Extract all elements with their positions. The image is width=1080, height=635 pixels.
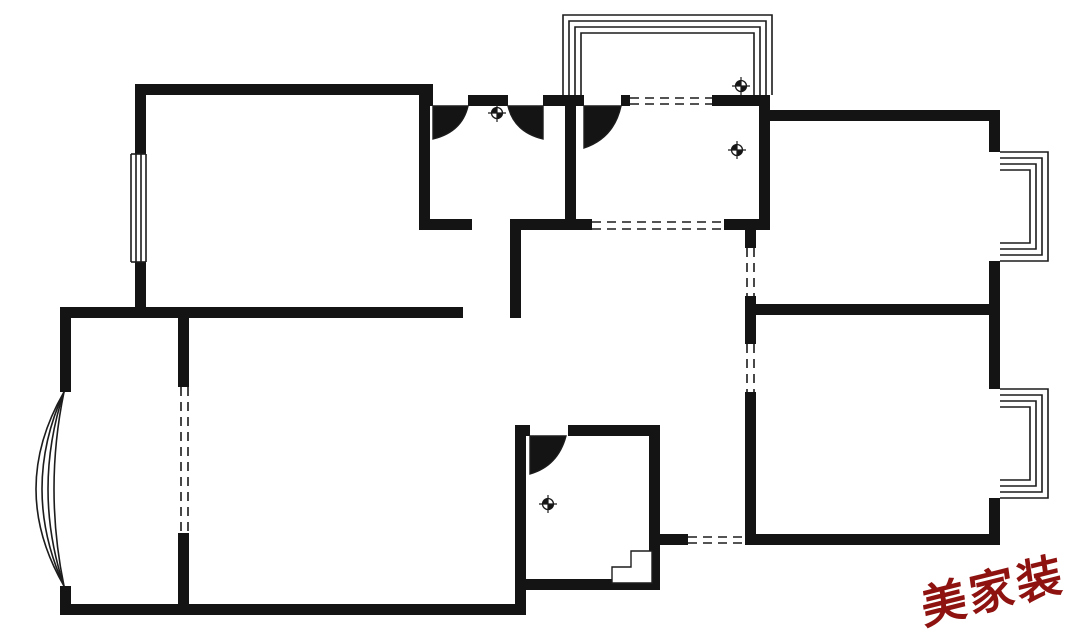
window-line [1000, 151, 1049, 262]
wall-segment [745, 304, 1000, 315]
window-line [574, 26, 761, 95]
door-closet-right [507, 105, 544, 140]
wall-segment [745, 392, 756, 545]
datum-symbol-wedge [548, 504, 554, 510]
window-line [1000, 394, 1043, 493]
wall-segment [576, 219, 592, 230]
window-line [1000, 169, 1031, 244]
window-line [580, 32, 755, 95]
wall-segment [660, 534, 688, 545]
bay-window-arc [35, 391, 65, 587]
wall-segment [989, 498, 1000, 545]
wall-segment [60, 307, 463, 318]
fixture-step [611, 550, 653, 584]
wall-segment [419, 95, 430, 230]
window-line [568, 20, 767, 95]
wall-segment [419, 219, 472, 230]
wall-segment [759, 95, 770, 230]
wall-segment [745, 230, 756, 248]
wall-segment [60, 604, 525, 615]
window-line [1000, 163, 1037, 250]
wall-segment [510, 230, 521, 318]
wall-segment [745, 296, 756, 344]
wall-segment [989, 261, 1000, 389]
wall-segment [621, 95, 630, 106]
window-line [1000, 406, 1031, 481]
wall-segment [515, 425, 526, 615]
wall-segment [724, 219, 770, 230]
window-line [1000, 388, 1049, 499]
wall-segment [759, 110, 1000, 121]
datum-symbol-wedge [542, 498, 548, 504]
datum-symbol-wedge [741, 86, 747, 92]
wall-segment [568, 425, 660, 436]
door-closet-left [432, 105, 469, 140]
wall-segment [60, 586, 71, 615]
datum-symbol-wedge [731, 144, 737, 150]
wall-segment [60, 307, 71, 392]
door-bathroom [529, 435, 567, 475]
wall-segment [135, 84, 425, 95]
bay-window-arc [41, 391, 65, 587]
bay-window-arc [53, 391, 65, 587]
wall-segment [989, 121, 1000, 152]
wall-segment [135, 262, 146, 318]
window-line [1000, 400, 1037, 487]
wall-segment [576, 95, 584, 106]
bay-window-arc [47, 391, 65, 587]
wall-segment [178, 533, 189, 615]
wall-segment [178, 307, 189, 387]
window-line [1000, 157, 1043, 256]
wall-segment [468, 95, 508, 106]
wall-segment [745, 534, 1000, 545]
datum-symbol-wedge [497, 113, 503, 119]
wall-segment [543, 95, 576, 106]
wall-segment [510, 219, 576, 230]
datum-symbol-wedge [737, 150, 743, 156]
datum-symbol-wedge [735, 80, 741, 86]
door-balcony [583, 105, 622, 149]
wall-segment [135, 84, 146, 154]
wall-segment [649, 425, 660, 590]
wall-segment [515, 425, 530, 436]
wall-segment [515, 579, 660, 590]
wall-segment [712, 95, 770, 106]
wall-segment [565, 95, 576, 230]
window-line [562, 14, 773, 95]
datum-symbol-wedge [491, 107, 497, 113]
